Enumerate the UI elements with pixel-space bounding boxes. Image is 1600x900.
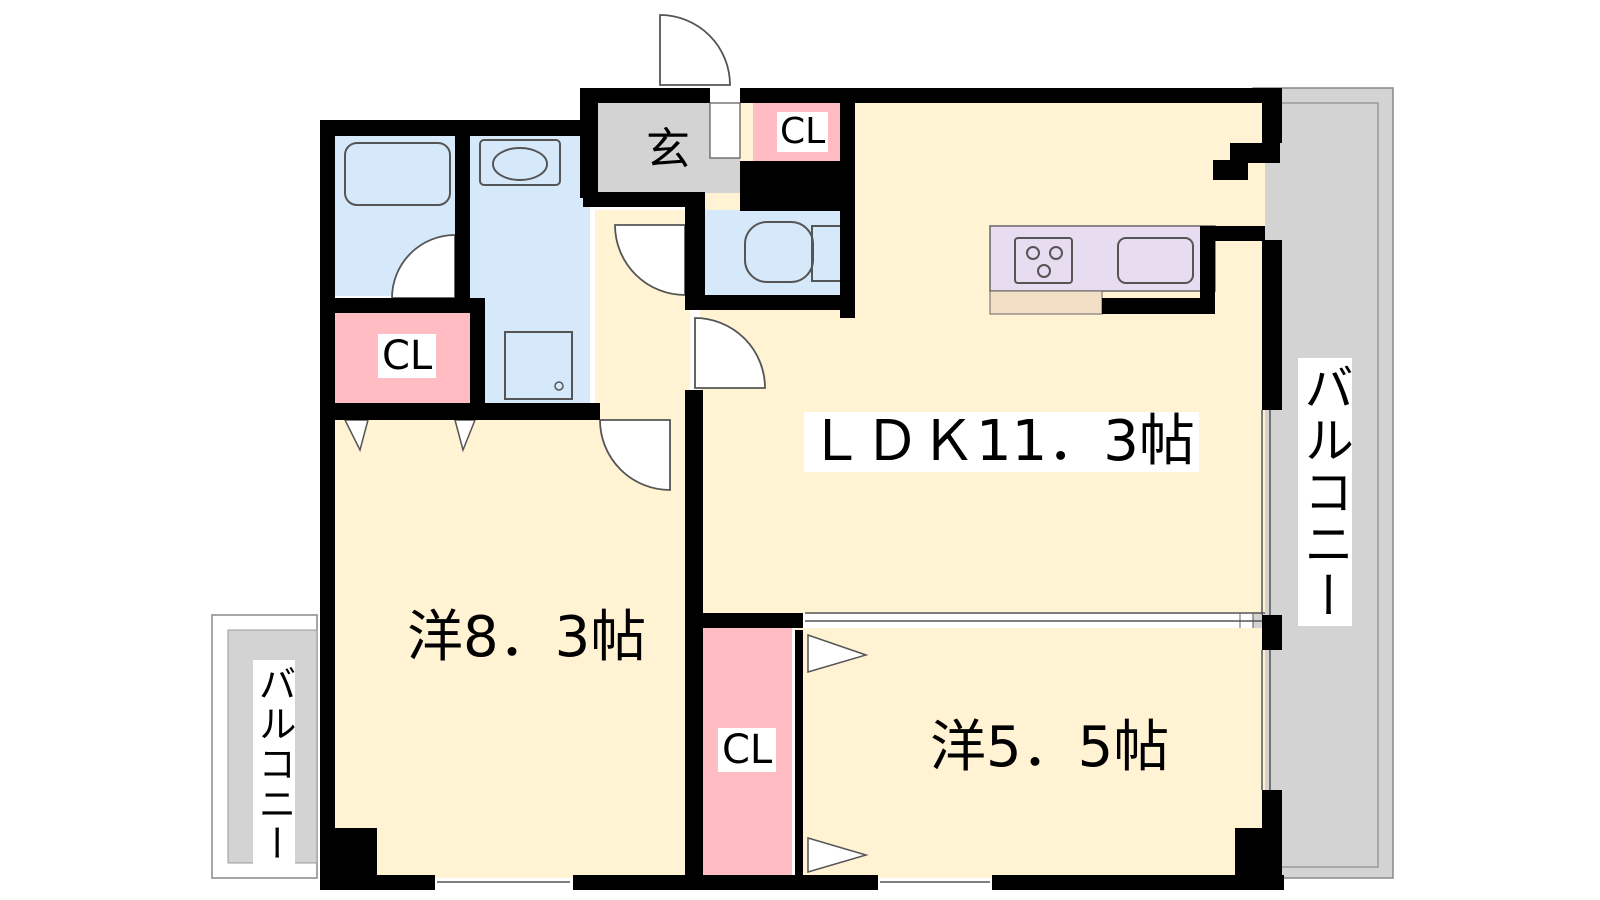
- washbasin-icon: [479, 139, 561, 186]
- western-a-floor: [335, 420, 685, 878]
- entrance-label: 玄: [646, 124, 690, 175]
- west-cl-label: CL: [378, 334, 437, 378]
- western-b-label: 洋5．5帖: [930, 715, 1170, 780]
- kitchen-counter: [989, 225, 1216, 315]
- western-a-label: 洋8．3帖: [407, 605, 647, 670]
- windows: [437, 410, 1271, 883]
- washing-machine-icon: [504, 331, 573, 400]
- walls: [320, 88, 1284, 890]
- ldk-label: ＬＤＫ11．3帖: [804, 412, 1199, 472]
- entrance-cl-label: CL: [777, 112, 829, 152]
- bathtub-icon: [344, 142, 451, 206]
- balcony-left-label: バルコニー: [252, 660, 296, 868]
- stove-icon: [1014, 237, 1073, 284]
- balcony-right-label: バルコニー: [1296, 358, 1354, 626]
- western-b-floor: [795, 628, 1265, 878]
- washroom-floor: [470, 136, 590, 406]
- room-b-cl-label: CL: [718, 728, 777, 772]
- entrance-door-frame: [709, 102, 741, 159]
- sink-icon: [1117, 237, 1194, 284]
- door-swings: [391, 14, 766, 491]
